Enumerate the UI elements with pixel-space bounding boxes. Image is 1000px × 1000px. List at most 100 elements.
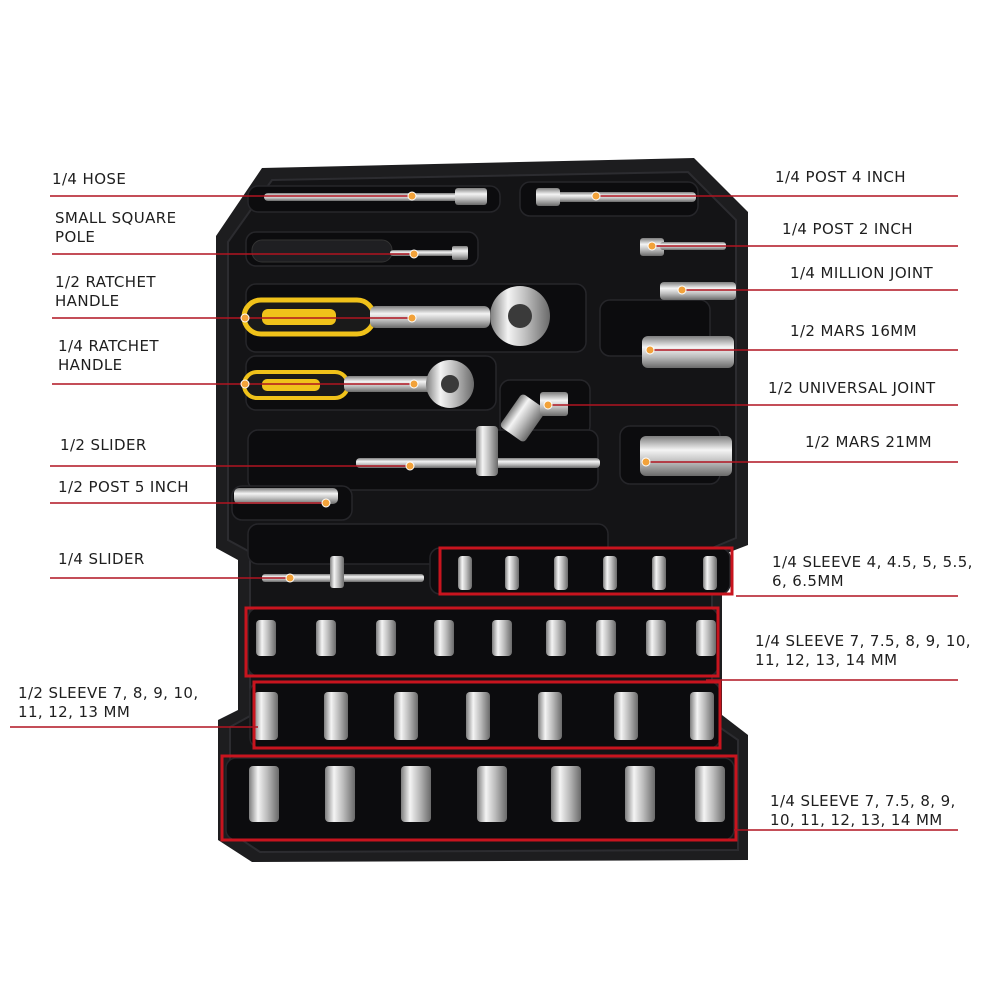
socket: [401, 766, 431, 822]
label-line: SMALL SQUARE: [55, 209, 177, 227]
label-line: HANDLE: [55, 292, 120, 310]
label-1-4-hose: 1/4 HOSE: [52, 170, 126, 189]
socket: [614, 692, 638, 740]
socket: [596, 620, 616, 656]
socket: [376, 620, 396, 656]
callout-dot: [591, 191, 601, 201]
socket-set-highlight-box: [438, 546, 734, 596]
flex-hose-end: [455, 188, 487, 205]
socket: [394, 692, 418, 740]
label-line: 1/2 SLIDER: [60, 436, 147, 454]
socket: [249, 766, 279, 822]
callout-dot: [407, 191, 417, 201]
socket: [695, 766, 725, 822]
label-1-4-medium-sleeve-set: 1/4 SLEEVE 7, 7.5, 8, 9, 10,11, 12, 13, …: [755, 632, 971, 670]
socket: [505, 556, 519, 590]
callout-dot: [677, 285, 687, 295]
socket-set-highlight-box: [220, 754, 738, 842]
socket: [603, 556, 617, 590]
socket: [434, 620, 454, 656]
socket: [690, 692, 714, 740]
label-line: 11, 12, 13, 14 MM: [755, 651, 898, 669]
socket: [625, 766, 655, 822]
label-line: 1/2 MARS 21MM: [805, 433, 932, 451]
label-line: 1/4 HOSE: [52, 170, 127, 188]
socket: [546, 620, 566, 656]
tray-pocket: [429, 547, 731, 595]
post-4-inch-tool: [536, 192, 696, 202]
label-line: 1/4 MILLION JOINT: [790, 264, 934, 282]
label-line: 1/4 SLEEVE 7, 7.5, 8, 9, 10,: [755, 632, 971, 650]
label-line: 1/2 RATCHET: [55, 273, 156, 291]
label-1-4-post-4-inch: 1/4 POST 4 INCH: [775, 168, 906, 187]
socket: [696, 620, 716, 656]
socket: [256, 620, 276, 656]
label-line: 1/4 SLEEVE 7, 7.5, 8, 9,: [770, 792, 956, 810]
label-line: 1/4 POST 4 INCH: [775, 168, 906, 186]
label-1-2-post-5-inch: 1/2 POST 5 INCH: [58, 478, 189, 497]
callout-dot: [641, 457, 651, 467]
universal-joint-tool: [500, 394, 546, 442]
label-1-4-small-sleeve-set: 1/4 SLEEVE 4, 4.5, 5, 5.5,6, 6.5MM: [772, 553, 973, 591]
label-1-2-mars-21mm: 1/2 MARS 21MM: [805, 433, 932, 452]
socket: [554, 556, 568, 590]
socket-set-highlight-box: [244, 606, 720, 678]
label-line: 10, 11, 12, 13, 14 MM: [770, 811, 943, 829]
label-line: 1/2 SLEEVE 7, 8, 9, 10,: [18, 684, 199, 702]
label-1-2-sleeve-set: 1/2 SLEEVE 7, 8, 9, 10,11, 12, 13 MM: [18, 684, 199, 722]
callout-dot: [240, 313, 250, 323]
post-4-inch-end: [536, 188, 560, 206]
label-1-4-large-sleeve-set: 1/4 SLEEVE 7, 7.5, 8, 9,10, 11, 12, 13, …: [770, 792, 956, 830]
label-line: 1/4 SLEEVE 4, 4.5, 5, 5.5,: [772, 553, 973, 571]
socket: [458, 556, 472, 590]
label-line: 1/4 POST 2 INCH: [782, 220, 913, 238]
universal-joint-cap: [540, 392, 568, 416]
socket: [703, 556, 717, 590]
callout-dot: [409, 379, 419, 389]
square-pole-tip: [452, 246, 468, 260]
label-line: POLE: [55, 228, 96, 246]
callout-dot: [407, 313, 417, 323]
label-1-2-universal-joint: 1/2 UNIVERSAL JOINT: [768, 379, 936, 398]
socket: [324, 692, 348, 740]
label-1-4-million-joint: 1/4 MILLION JOINT: [790, 264, 933, 283]
callout-dot: [285, 573, 295, 583]
label-1-2-slider: 1/2 SLIDER: [60, 436, 147, 455]
label-line: 6, 6.5MM: [772, 572, 845, 590]
label-line: 1/4 RATCHET: [58, 337, 159, 355]
socket: [551, 766, 581, 822]
label-1-2-mars-16mm: 1/2 MARS 16MM: [790, 322, 917, 341]
label-line: 11, 12, 13 MM: [18, 703, 131, 721]
callout-dot: [543, 400, 553, 410]
ratchet-12-drive: [508, 304, 532, 328]
socket: [325, 766, 355, 822]
socket-set-highlight-box: [252, 680, 722, 750]
slider-14-head: [330, 556, 344, 588]
label-line: 1/2 POST 5 INCH: [58, 478, 189, 496]
label-1-4-slider: 1/4 SLIDER: [58, 550, 145, 569]
label-line: 1/2 UNIVERSAL JOINT: [768, 379, 936, 397]
ratchet-12-grip-label: [262, 309, 336, 325]
socket: [652, 556, 666, 590]
ratchet-12-neck: [370, 306, 490, 328]
socket: [477, 766, 507, 822]
callout-dot: [240, 379, 250, 389]
label-1-4-post-2-inch: 1/4 POST 2 INCH: [782, 220, 913, 239]
socket: [538, 692, 562, 740]
callout-dot: [647, 241, 657, 251]
post-5-inch-tool: [234, 488, 338, 504]
flex-hose-tool: [264, 193, 484, 201]
ratchet-14-drive: [441, 375, 459, 393]
socket: [466, 692, 490, 740]
label-line: HANDLE: [58, 356, 123, 374]
slider-12-head: [476, 426, 498, 476]
socket: [316, 620, 336, 656]
callout-dot: [645, 345, 655, 355]
mars-21mm-tool: [640, 436, 732, 476]
socket: [254, 692, 278, 740]
